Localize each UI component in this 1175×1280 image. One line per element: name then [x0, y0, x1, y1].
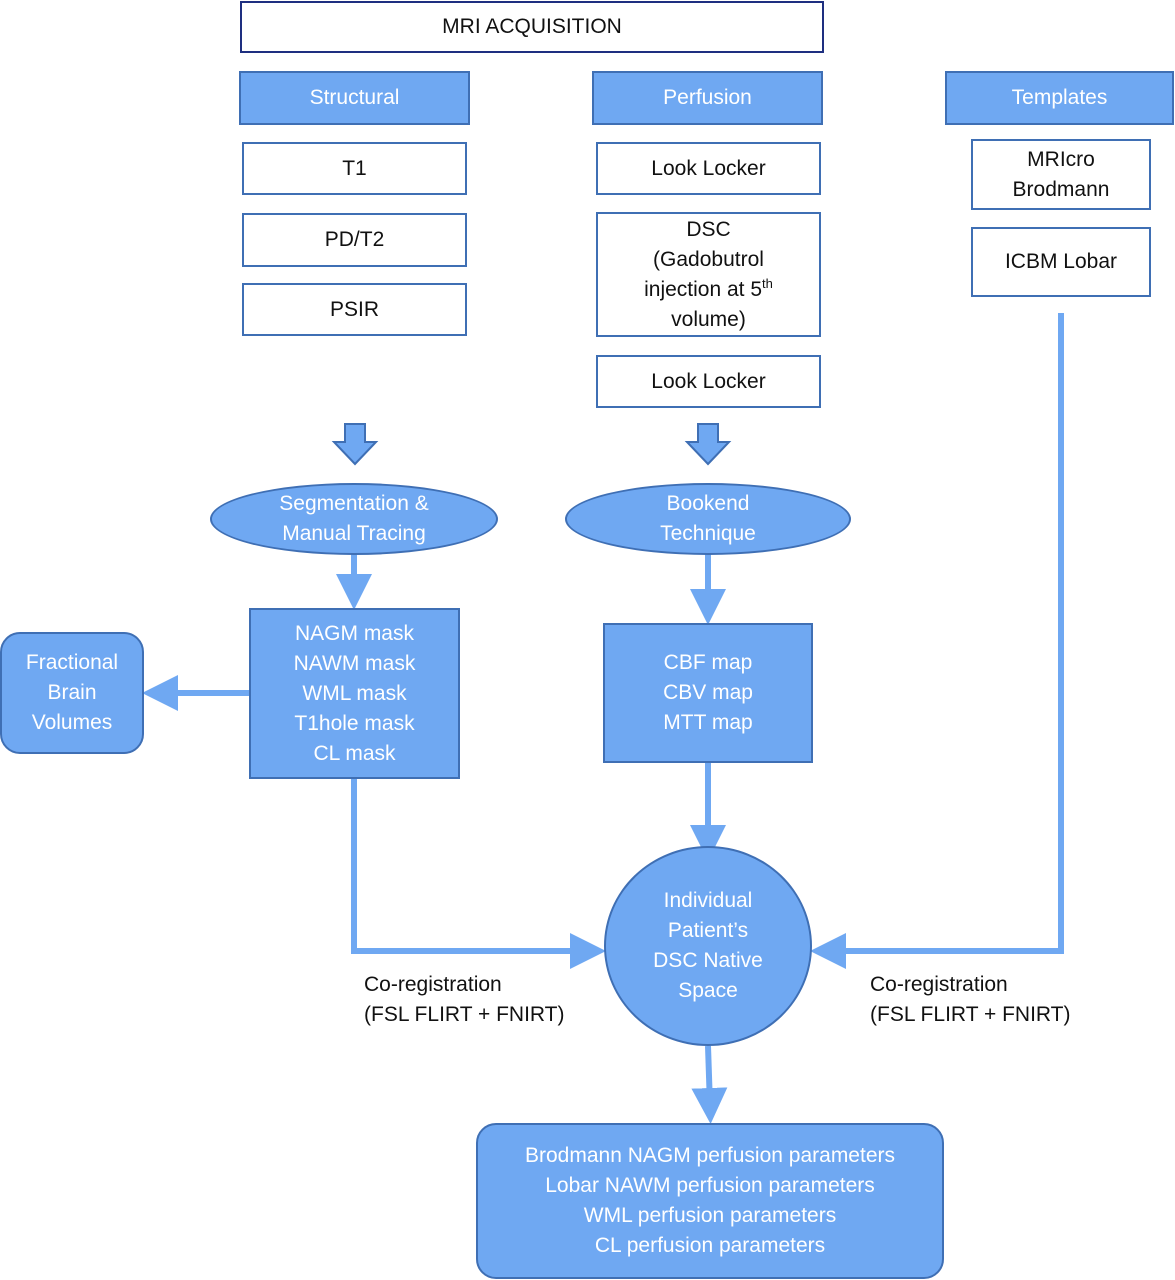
templates-item-line-2: Brodmann: [1012, 177, 1110, 201]
output-item: Lobar NAWM perfusion parameters: [545, 1174, 875, 1197]
coregistration-label-left: Co-registration (FSL FLIRT + FNIRT): [364, 970, 565, 1030]
map-item: CBF map: [663, 651, 753, 674]
title-box: MRI ACQUISITION: [240, 1, 824, 53]
coregistration-line-2: (FSL FLIRT + FNIRT): [870, 1003, 1071, 1026]
mask-item: CL mask: [313, 741, 396, 765]
structural-item-pd-t2: PD/T2: [242, 213, 467, 267]
dsc-line-1: DSC: [686, 217, 731, 241]
mask-item: NAGM mask: [294, 621, 414, 645]
output-item: CL perfusion parameters: [594, 1234, 826, 1257]
output-item: Brodmann NAGM perfusion parameters: [525, 1144, 895, 1167]
fractional-line: Brain: [47, 681, 97, 704]
bookend-line-2: Technique: [660, 522, 756, 545]
segmentation-line-2: Manual Tracing: [282, 522, 426, 545]
templates-item-line-1: MRIcro: [1027, 147, 1095, 171]
perfusion-header-label: Perfusion: [663, 86, 752, 109]
fractional-line: Fractional: [25, 651, 119, 674]
map-item: MTT map: [663, 711, 753, 734]
coregistration-line-1: Co-registration: [870, 973, 1008, 996]
perfusion-item-label: Look Locker: [651, 369, 766, 393]
structural-header: Structural: [239, 71, 470, 125]
arrow-masks-to-native: [351, 778, 606, 969]
structural-item-label: T1: [342, 156, 367, 180]
maps-box: CBF map CBV map MTT map: [603, 623, 813, 763]
native-space-line: Patient’s: [667, 919, 749, 942]
coregistration-label-right: Co-registration (FSL FLIRT + FNIRT): [870, 970, 1071, 1030]
dsc-line-3-text: injection at 5: [644, 277, 763, 301]
perfusion-item-dsc: DSC (Gadobutrol injection at 5th volume): [596, 212, 821, 337]
arrow-templates-to-native: [810, 313, 1064, 969]
native-space-line: DSC Native: [653, 949, 763, 972]
map-item: CBV map: [663, 681, 753, 704]
structural-item-psir: PSIR: [242, 283, 467, 336]
segmentation-line-1: Segmentation &: [279, 492, 429, 515]
down-block-arrow-perfusion: [684, 423, 732, 466]
dsc-line-2: (Gadobutrol: [653, 247, 764, 271]
templates-header: Templates: [945, 71, 1174, 125]
templates-item-icbm-lobar: ICBM Lobar: [971, 227, 1151, 297]
coregistration-line-2: (FSL FLIRT + FNIRT): [364, 1003, 565, 1026]
perfusion-item-label: Look Locker: [651, 156, 766, 180]
bookend-line-1: Bookend: [666, 492, 750, 515]
templates-item-label: ICBM Lobar: [1004, 250, 1118, 273]
structural-header-label: Structural: [309, 86, 400, 109]
fractional-brain-volumes-box: Fractional Brain Volumes: [0, 632, 144, 754]
segmentation-ellipse: Segmentation & Manual Tracing: [210, 483, 498, 555]
mask-item: NAWM mask: [293, 651, 416, 675]
coregistration-line-1: Co-registration: [364, 973, 502, 996]
perfusion-header: Perfusion: [592, 71, 823, 125]
dsc-line-4: volume): [671, 307, 746, 331]
templates-item-mricro-brodmann: MRIcro Brodmann: [971, 139, 1151, 210]
mask-item: T1hole mask: [294, 711, 415, 735]
perfusion-item-look-locker-2: Look Locker: [596, 355, 821, 408]
dsc-line-3: injection at 5th: [644, 275, 773, 305]
dsc-line-3-superscript: th: [762, 275, 773, 291]
arrow-native-to-outputs: [691, 1045, 728, 1124]
fractional-line: Volumes: [31, 711, 113, 734]
structural-item-label: PSIR: [329, 297, 379, 321]
structural-item-t1: T1: [242, 142, 467, 195]
down-block-arrow-structural: [331, 423, 379, 466]
output-item: WML perfusion parameters: [583, 1204, 837, 1227]
bookend-ellipse: Bookend Technique: [565, 483, 851, 555]
native-space-line: Individual: [663, 889, 753, 912]
perfusion-item-look-locker-1: Look Locker: [596, 142, 821, 195]
perfusion-parameters-box: Brodmann NAGM perfusion parameters Lobar…: [476, 1123, 944, 1279]
native-space-circle: Individual Patient’s DSC Native Space: [604, 846, 812, 1046]
structural-item-label: PD/T2: [324, 228, 385, 251]
native-space-line: Space: [678, 979, 738, 1002]
mask-item: WML mask: [302, 681, 407, 705]
title-label: MRI ACQUISITION: [442, 15, 622, 38]
masks-box: NAGM mask NAWM mask WML mask T1hole mask…: [249, 608, 460, 779]
templates-header-label: Templates: [1011, 86, 1108, 109]
